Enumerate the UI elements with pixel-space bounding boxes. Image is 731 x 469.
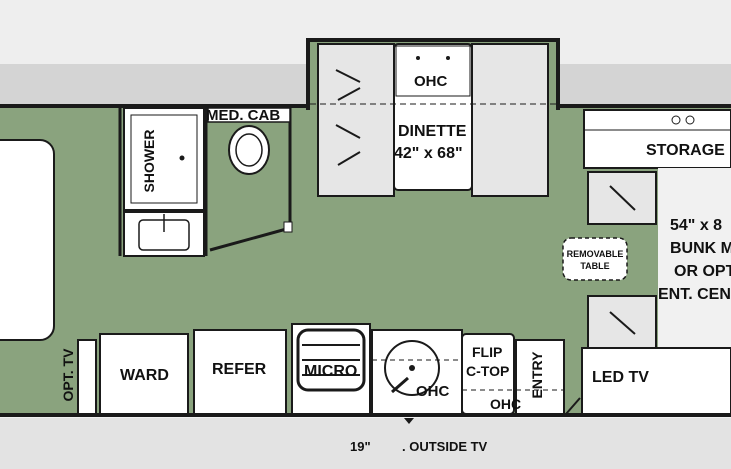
entry-door-swing [565,397,581,415]
burner-2 [685,115,695,125]
seat-belt-2 [335,124,361,139]
storage-top-strip [583,109,731,131]
shower-pan [130,114,198,204]
outside-tv-size-label: 19" [350,439,371,454]
dinette-table [393,43,473,191]
front-seat-belt-2 [609,311,636,335]
refrigerator [193,329,287,415]
removable-label: REMOVABLE [566,249,624,259]
dinette-seat-right [471,43,549,197]
led-tv-counter [581,347,731,415]
flip-label: FLIP [472,344,503,360]
bed [0,139,55,341]
ent-center-label: ENT. CEN [658,286,731,303]
dinette-seat-left [317,43,395,197]
flip-counter [461,333,515,415]
or-opt-label: OR OPT [674,263,731,280]
seat-belt-3 [337,151,361,166]
entry-step [515,339,565,415]
toilet-bowl [228,125,270,175]
dinette-ohc-label: OHC [414,73,448,90]
front-seat-belt-1 [609,185,636,211]
seat-belt-1 [335,69,361,83]
shower-drain [179,155,185,161]
outside-tv-label: . OUTSIDE TV [402,439,488,454]
c-top-label: C-TOP [466,363,510,379]
bunk-area [658,168,731,348]
shower [123,107,205,211]
storage-label: STORAGE [646,142,725,159]
ohc-knob-2 [446,56,450,60]
storage-counter [583,109,731,169]
refer-label: REFER [212,361,267,378]
bottom-band [0,418,731,469]
kitchen-sink-counter [371,329,463,415]
med-cab-label: MED. CAB [206,107,281,124]
opt-tv-label: OPT. TV [60,348,76,402]
medicine-cabinet [207,107,291,123]
seat-belt-4 [337,87,361,101]
dinette-label: DINETTE [398,123,467,140]
table-label: TABLE [580,261,610,271]
kitchen-sink-basin [384,340,440,396]
bunk-label: BUNK M [670,240,731,257]
opt-tv-cabinet [77,339,97,415]
outside-tv-marker [404,418,414,424]
wardrobe [99,333,189,415]
dinette-ohc-box [395,45,471,97]
burner-1 [671,115,681,125]
slide-out-wall [306,38,560,110]
stove-microwave [291,323,371,415]
ohc-knob-1 [416,56,420,60]
bunk-size-label: 54" x 8 [670,217,723,234]
shower-label: SHOWER [141,129,157,193]
entry-ohc-label: OHC [490,396,522,412]
bath-door [209,226,291,252]
micro-label: MICRO [304,363,358,380]
led-tv-label: LED TV [592,369,649,386]
kitchen-drain [409,365,415,371]
kitchen-faucet [391,376,409,394]
kitchen-ohc-label: OHC [416,383,450,400]
removable-table [562,237,628,281]
redaction-block [372,434,402,452]
toilet-seat [235,133,263,167]
door-hinge [283,221,293,233]
stove-grate [296,328,366,392]
ward-label: WARD [120,367,169,384]
entry-label: ENTRY [529,351,545,399]
dinette-size-label: 42" x 68" [394,145,463,162]
